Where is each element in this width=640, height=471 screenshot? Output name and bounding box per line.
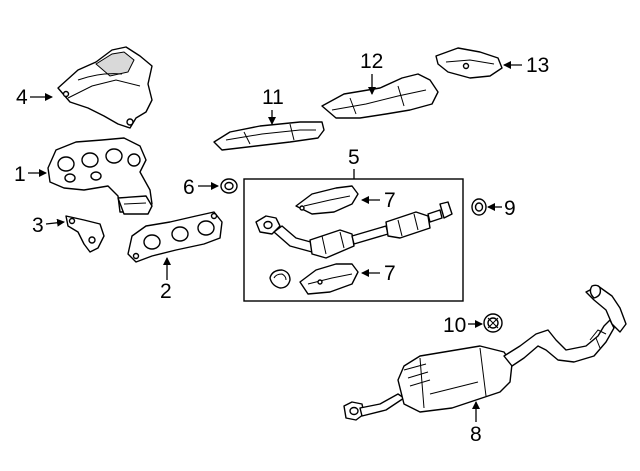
- pipe-clamp: [269, 269, 291, 289]
- callout-5: 5: [348, 146, 360, 169]
- callout-1: 1: [14, 163, 26, 186]
- heat-shield-12: [321, 73, 439, 119]
- leader-3: [45, 218, 65, 227]
- callout-6: 6: [183, 176, 195, 199]
- callout-13: 13: [526, 54, 549, 77]
- manifold-bracket: [65, 215, 105, 253]
- callout-7a: 7: [384, 189, 396, 212]
- front-pipe-catalytic-converter: [255, 201, 453, 259]
- muffler-tailpipe: [343, 284, 627, 421]
- heat-shield-11: [213, 121, 325, 151]
- manifold-gasket: [127, 211, 223, 263]
- heat-shield-13: [435, 47, 503, 79]
- callout-3: 3: [32, 214, 44, 237]
- callout-4: 4: [16, 86, 28, 109]
- gasket-ring-9: [471, 198, 487, 216]
- callout-8: 8: [470, 423, 482, 446]
- gasket-ring-6: [220, 178, 238, 194]
- callout-7b: 7: [384, 262, 396, 285]
- converter-lower-shield: [299, 263, 359, 295]
- callout-12: 12: [360, 50, 383, 73]
- exhaust-hanger: [483, 313, 503, 333]
- heat-shield-manifold: [57, 46, 153, 129]
- callout-2: 2: [160, 280, 172, 303]
- converter-upper-shield: [295, 185, 359, 215]
- exhaust-manifold: [47, 137, 153, 215]
- callout-11: 11: [262, 86, 284, 109]
- callout-10: 10: [443, 314, 466, 337]
- callout-9: 9: [504, 197, 516, 220]
